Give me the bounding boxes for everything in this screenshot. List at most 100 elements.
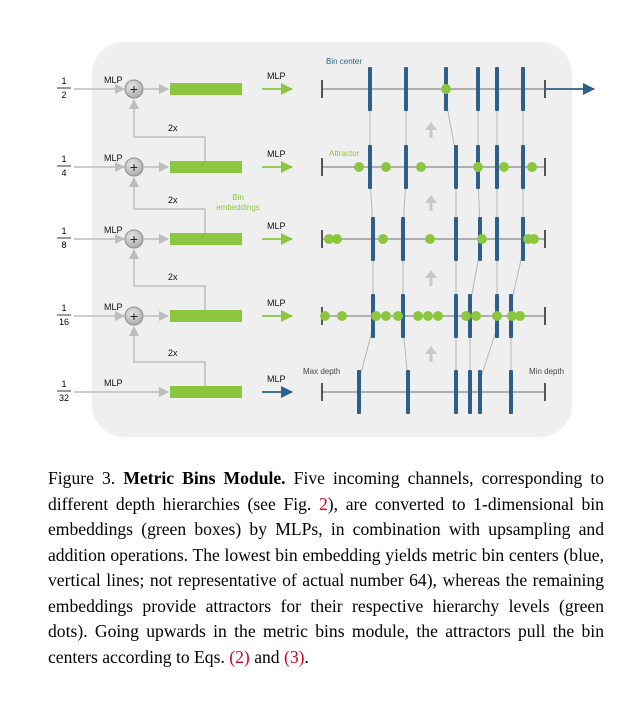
- attractor-dot: [371, 311, 381, 321]
- bin-center-bar: [404, 67, 408, 111]
- attractor-dot: [473, 162, 483, 172]
- fraction-numerator: 1: [61, 154, 66, 164]
- bin-center-label: Bin center: [326, 57, 362, 66]
- attractor-dot: [381, 311, 391, 321]
- bin-embedding-box: [170, 83, 242, 95]
- caption-ref-eq3[interactable]: (3): [284, 646, 305, 667]
- fraction-denominator: 16: [59, 317, 69, 327]
- mlp-output-label: MLP: [267, 374, 286, 384]
- bin-center-bar: [357, 370, 361, 414]
- caption-ref-fig2[interactable]: 2: [318, 493, 328, 514]
- mlp-input-label: MLP: [104, 302, 123, 312]
- bin-center-bar: [401, 217, 405, 261]
- bin-embeddings-label-line2: embeddings: [216, 203, 260, 212]
- bin-embedding-box: [170, 386, 242, 398]
- bin-embedding-box: [170, 310, 242, 322]
- upsample-connector: [129, 249, 206, 310]
- bin-center-bar: [509, 370, 513, 414]
- plus-symbol: +: [130, 81, 138, 97]
- upsample-connector: [129, 99, 206, 161]
- plus-symbol: +: [130, 159, 138, 175]
- bin-center-bar: [454, 294, 458, 338]
- mlp-input-label: MLP: [104, 225, 123, 235]
- bin-center-bar: [495, 67, 499, 111]
- upsample-connector: [129, 326, 206, 386]
- fraction-denominator: 2: [61, 90, 66, 100]
- mlp-output-label: MLP: [267, 71, 286, 81]
- bin-embedding-box: [170, 233, 242, 245]
- attractor-dot: [332, 234, 342, 244]
- attractor-dot: [416, 162, 426, 172]
- upward-arrow-head: [425, 122, 437, 130]
- fraction-denominator: 8: [61, 240, 66, 250]
- caption-text-3: and: [254, 646, 280, 667]
- mlp-output-label: MLP: [267, 221, 286, 231]
- bin-center-bar: [454, 217, 458, 261]
- bin-center-bar: [371, 217, 375, 261]
- mlp-input-label: MLP: [104, 378, 123, 388]
- upsample-connector: [129, 177, 206, 233]
- upsample-label: 2x: [168, 348, 178, 358]
- fraction-numerator: 1: [61, 303, 66, 313]
- bin-center-bar: [478, 370, 482, 414]
- bin-center-bar: [495, 145, 499, 189]
- bin-trajectory-line: [358, 327, 374, 381]
- attractor-dot: [378, 234, 388, 244]
- upsample-label: 2x: [168, 123, 178, 133]
- bin-center-bar: [368, 67, 372, 111]
- attractor-dot: [320, 311, 330, 321]
- mlp-output-label: MLP: [267, 149, 286, 159]
- bin-center-bar: [521, 67, 525, 111]
- attractor-dot: [425, 234, 435, 244]
- upward-arrow-head: [425, 270, 437, 278]
- upsample-label: 2x: [168, 195, 178, 205]
- metric-bins-diagram: 12MLP+MLP14MLP+MLP18MLP+MLP116MLP+MLP132…: [57, 42, 595, 437]
- bin-embedding-box: [170, 161, 242, 173]
- plus-symbol: +: [130, 231, 138, 247]
- mlp-input-label: MLP: [104, 153, 123, 163]
- upward-arrow-head: [425, 195, 437, 203]
- attractor-dot: [354, 162, 364, 172]
- attractor-dot: [324, 234, 334, 244]
- attractor-dot: [423, 311, 433, 321]
- bin-center-bar: [468, 370, 472, 414]
- bin-center-bar: [521, 145, 525, 189]
- bin-center-bar: [495, 217, 499, 261]
- caption-text-2: ), are converted to 1-dimensional bin em…: [48, 493, 604, 667]
- upward-arrow-head: [425, 346, 437, 354]
- bin-trajectory-line: [479, 327, 498, 381]
- fraction-denominator: 32: [59, 393, 69, 403]
- attractor-dot: [381, 162, 391, 172]
- attractor-dot: [461, 311, 471, 321]
- bin-center-bar: [476, 67, 480, 111]
- bin-center-bar: [454, 145, 458, 189]
- bin-center-bar: [404, 145, 408, 189]
- attractor-dot: [413, 311, 423, 321]
- caption-text-1: Five incoming channels, corresponding to…: [48, 468, 605, 514]
- fraction-denominator: 4: [61, 168, 66, 178]
- attractor-dot: [515, 311, 525, 321]
- attractor-dot: [393, 311, 403, 321]
- fraction-numerator: 1: [61, 76, 66, 86]
- caption-text-4: .: [304, 646, 309, 667]
- attractor-dot: [507, 311, 517, 321]
- bin-center-bar: [368, 145, 372, 189]
- bin-center-bar: [454, 370, 458, 414]
- attractor-dot: [433, 311, 443, 321]
- bin-center-bar: [406, 370, 410, 414]
- caption-title: Metric Bins Module.: [123, 468, 286, 488]
- plus-symbol: +: [130, 308, 138, 324]
- attractor-dot: [499, 162, 509, 172]
- attractor-label: Attractor: [329, 149, 360, 158]
- fraction-numerator: 1: [61, 379, 66, 389]
- min-depth-label: Min depth: [529, 367, 564, 376]
- bin-embeddings-label-line1: Bin: [232, 193, 244, 202]
- attractor-dot: [527, 162, 537, 172]
- upsample-label: 2x: [168, 272, 178, 282]
- attractor-dot: [441, 84, 451, 94]
- attractor-dot: [529, 234, 539, 244]
- max-depth-label: Max depth: [303, 367, 340, 376]
- attractor-dot: [471, 311, 481, 321]
- caption-ref-eq2[interactable]: (2): [229, 646, 250, 667]
- figure-caption: Figure 3. Metric Bins Module. Five incom…: [48, 466, 604, 670]
